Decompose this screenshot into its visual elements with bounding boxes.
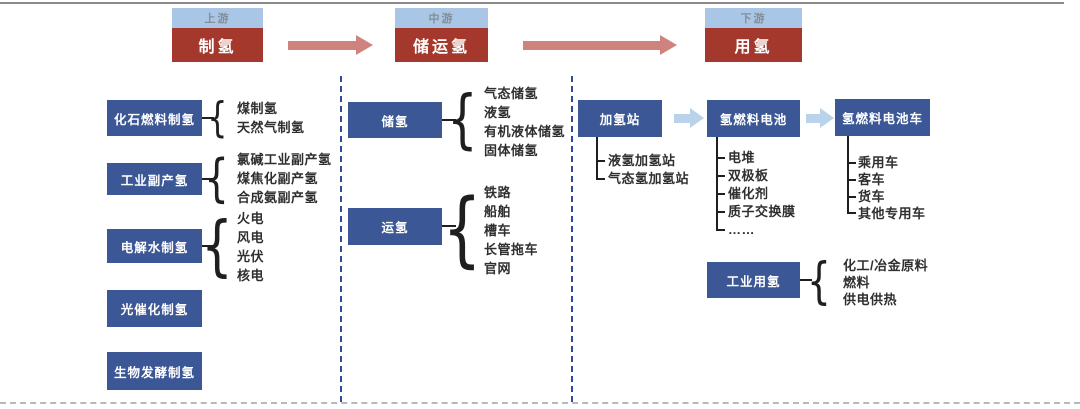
list-item: 长管拖车 xyxy=(484,242,539,257)
list-item: 液氢加氢站 xyxy=(608,153,676,168)
brace-connector xyxy=(450,84,474,156)
industrial-use-items: 化工/冶金原料 燃料 供电供热 xyxy=(843,257,928,308)
list-item: 货车 xyxy=(858,189,886,204)
node-bio-fermentation-hydrogen: 生物发酵制氢 xyxy=(107,352,202,390)
list-item: 燃料 xyxy=(843,275,871,290)
list-item: 煤焦化副产氢 xyxy=(237,171,319,186)
list-item: 风电 xyxy=(237,230,265,245)
flow-arrow-2-head-icon xyxy=(660,35,677,55)
node-industrial-byproduct-hydrogen: 工业副产氢 xyxy=(107,163,202,195)
list-item: 双极板 xyxy=(728,168,769,183)
refueling-station-items: 液氢加氢站 气态氢加氢站 xyxy=(608,152,689,188)
node-fossil-fuel-hydrogen: 化石燃料制氢 xyxy=(107,100,202,136)
brace-connector xyxy=(206,150,228,208)
chain-arrow-2-head-icon xyxy=(820,108,834,128)
tree-connector xyxy=(716,137,718,231)
tree-tick xyxy=(847,179,856,181)
fossil-fuel-items: 煤制氢 天然气制氢 xyxy=(237,99,305,137)
list-item: 质子交换膜 xyxy=(728,204,796,219)
stage-box-hydrogen-storage-transport: 储运氢 xyxy=(395,28,488,62)
list-item: 气态储氢 xyxy=(484,86,539,101)
list-item: 官网 xyxy=(484,261,512,276)
tree-connector xyxy=(847,136,849,214)
list-item: 电堆 xyxy=(728,150,756,165)
list-item: 气态氢加氢站 xyxy=(608,171,690,186)
node-hydrogen-storage: 储氢 xyxy=(348,102,442,138)
list-item: 乘用车 xyxy=(858,155,899,170)
stage-tag-downstream: 下游 xyxy=(705,8,802,28)
list-item: 固体储氢 xyxy=(484,143,539,158)
tree-tick xyxy=(716,229,725,231)
tree-tick xyxy=(716,193,725,195)
brace-connector xyxy=(450,184,474,276)
tree-tick xyxy=(847,162,856,164)
tree-tick xyxy=(847,196,856,198)
brace-connector xyxy=(206,209,228,283)
list-item: 催化剂 xyxy=(728,186,769,201)
node-hydrogen-fuel-cell: 氢燃料电池 xyxy=(707,100,800,137)
stage-box-hydrogen-use: 用氢 xyxy=(705,28,802,62)
tree-tick xyxy=(716,157,725,159)
flow-arrow-2-shaft xyxy=(523,41,660,50)
node-hydrogen-transport: 运氢 xyxy=(348,208,442,245)
list-item: 煤制氢 xyxy=(237,101,278,116)
fuel-cell-items: 电堆 双极板 催化剂 质子交换膜 …… xyxy=(728,149,796,239)
list-item: 合成氨副产氢 xyxy=(237,190,319,205)
industrial-byproduct-items: 氯碱工业副产氢 煤焦化副产氢 合成氨副产氢 xyxy=(237,150,332,207)
list-item: 铁路 xyxy=(484,185,512,200)
list-item: …… xyxy=(728,222,755,237)
node-electrolysis-hydrogen: 电解水制氢 xyxy=(107,229,202,263)
brace-connector xyxy=(206,95,228,141)
flow-arrow-1-head-icon xyxy=(356,35,373,55)
node-fuel-cell-vehicle: 氢燃料电池车 xyxy=(835,99,930,136)
list-item: 供电供热 xyxy=(843,292,898,307)
transport-items: 铁路 船舶 槽车 长管拖车 官网 xyxy=(484,183,538,278)
chain-arrow-2-shaft xyxy=(806,114,820,123)
stage-tag-midstream: 中游 xyxy=(395,8,488,28)
list-item: 客车 xyxy=(858,172,886,187)
brace-connector xyxy=(808,253,830,309)
top-border-line xyxy=(0,2,1064,4)
tree-connector xyxy=(596,137,598,180)
tree-tick xyxy=(596,178,605,180)
bottom-border-line xyxy=(0,402,1080,404)
tree-tick xyxy=(596,160,605,162)
node-photocatalytic-hydrogen: 光催化制氢 xyxy=(107,290,202,327)
separator-midstream-downstream xyxy=(571,76,573,402)
tree-tick xyxy=(716,211,725,213)
list-item: 光伏 xyxy=(237,249,265,264)
tree-tick xyxy=(716,175,725,177)
separator-upstream-midstream xyxy=(340,76,342,402)
node-industrial-hydrogen-use: 工业用氢 xyxy=(707,262,800,298)
chain-arrow-1-shaft xyxy=(674,114,690,123)
list-item: 船舶 xyxy=(484,204,512,219)
tree-tick xyxy=(847,212,856,214)
electrolysis-items: 火电 风电 光伏 核电 xyxy=(237,209,264,285)
list-item: 核电 xyxy=(237,268,265,283)
list-item: 其他专用车 xyxy=(858,206,926,221)
list-item: 氯碱工业副产氢 xyxy=(237,152,332,167)
stage-tag-upstream: 上游 xyxy=(172,8,263,28)
flow-arrow-1-shaft xyxy=(288,41,356,50)
list-item: 有机液体储氢 xyxy=(484,124,566,139)
storage-items: 气态储氢 液氢 有机液体储氢 固体储氢 xyxy=(484,84,565,160)
list-item: 天然气制氢 xyxy=(237,120,305,135)
list-item: 火电 xyxy=(237,211,265,226)
list-item: 液氢 xyxy=(484,105,512,120)
list-item: 化工/冶金原料 xyxy=(843,258,929,273)
stage-box-hydrogen-production: 制氢 xyxy=(172,28,263,62)
node-refueling-station: 加氢站 xyxy=(578,100,662,137)
list-item: 槽车 xyxy=(484,223,512,238)
vehicle-items: 乘用车 客车 货车 其他专用车 xyxy=(858,154,926,222)
chain-arrow-1-head-icon xyxy=(690,108,704,128)
